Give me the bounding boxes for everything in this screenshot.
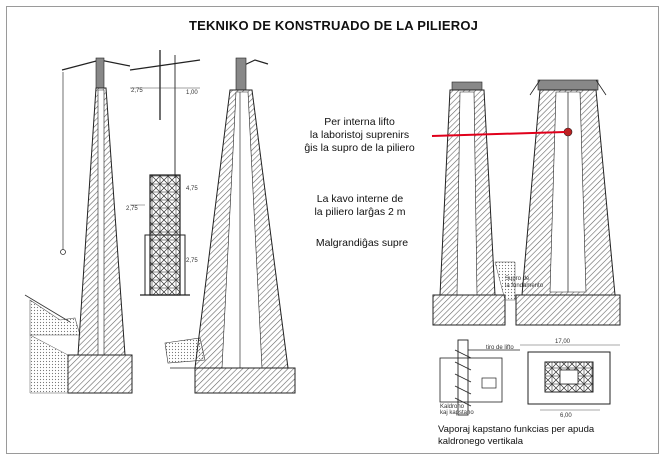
lift-caption-line-3: ĝis la supro de la piliero [304,142,415,154]
lift-caption: Per interna lifto la laboristoj suprenir… [282,116,437,155]
scaffold-drawing: 2,75 1,00 2,75 4,75 2,75 [126,50,206,364]
taper-caption: Malgrandiĝas supre [292,237,432,250]
lift-leader-line [431,131,566,137]
diagram-frame [6,6,659,454]
boiler-plan-outer [527,351,611,405]
pier-footing-2 [194,367,296,394]
svg-text:Supro de: Supro de [505,276,530,282]
winch-caption-line-2: kaldronego vertikala [438,436,524,447]
svg-text:Kaldrono: Kaldrono [440,404,465,410]
svg-text:1,00: 1,00 [186,90,198,96]
winch-caption: Vaporaj kapstano funkcias per apuda kald… [438,424,648,448]
taper-caption-text: Malgrandiĝas supre [315,237,409,249]
diagram-title: TEKNIKO DE KONSTRUADO DE LA PILIEROJ [188,18,479,33]
svg-text:tiro de lifto: tiro de lifto [486,345,514,351]
pier-drawing-2 [170,57,296,394]
pier-footing-1 [67,354,133,394]
svg-text:2,75: 2,75 [131,88,143,94]
svg-text:2,75: 2,75 [186,258,198,264]
winch-boiler-detail: tiro de lifto Kaldrono kaj kapstano 17,0… [439,339,620,419]
winch-caption-line-1: Vaporaj kapstano funkcias per apuda [438,424,595,435]
svg-text:2,75: 2,75 [126,206,138,212]
pier-drawing-3 [432,81,516,326]
hollow-caption-line-1: La kavo interne de [316,193,404,205]
hollow-caption: La kavo interne de la piliero larĝas 2 m [290,193,430,219]
svg-text:kaj kapstano: kaj kapstano [440,410,474,416]
svg-text:4,75: 4,75 [186,186,198,192]
lift-caption-line-1: Per interna lifto [324,116,395,128]
svg-text:la fundamento: la fundamento [505,283,544,289]
hollow-caption-line-2: la piliero larĝas 2 m [314,206,406,218]
pier-drawing-4: Supro de la fundamento [505,79,621,326]
lift-caption-line-2: la laboristoj suprenirs [309,129,410,141]
pier-drawing-1 [24,57,133,394]
svg-text:17,00: 17,00 [555,339,571,345]
svg-text:6,00: 6,00 [560,413,572,419]
ground-slope [29,299,81,336]
lift-cabin-marker [563,127,573,137]
